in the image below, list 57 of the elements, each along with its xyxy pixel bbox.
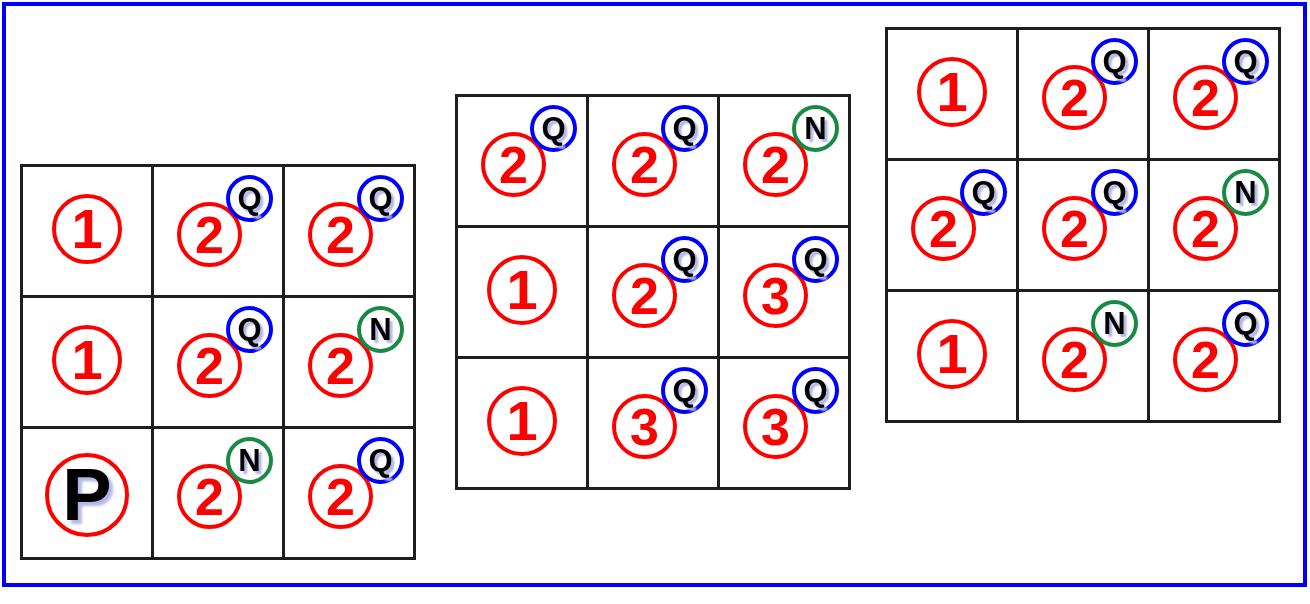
letter-badge: Q	[960, 169, 1007, 216]
letter-badge: Q	[661, 236, 708, 283]
grid-cell	[720, 97, 848, 225]
grid-cell	[589, 359, 717, 487]
grid-cell	[1019, 161, 1147, 289]
grid-cell	[1019, 292, 1147, 420]
circled-number: 1	[917, 57, 987, 127]
letter-badge: N	[792, 105, 839, 152]
letter-badge: Q	[1091, 169, 1138, 216]
letter-badge: N	[226, 437, 273, 484]
grid-cell	[720, 359, 848, 487]
letter-badge: Q	[792, 367, 839, 414]
grid-cell	[285, 298, 413, 426]
circled-number: 1	[917, 319, 987, 389]
grid-cell	[23, 298, 151, 426]
letter-badge: Q	[661, 105, 708, 152]
letter-badge: Q	[530, 105, 577, 152]
circled-number: 1	[487, 386, 557, 456]
grid-cell	[888, 30, 1016, 158]
grid-cell	[1019, 30, 1147, 158]
grid-table	[20, 164, 416, 560]
grid-cell	[285, 167, 413, 295]
grid-cell	[154, 429, 282, 557]
letter-badge: Q	[357, 175, 404, 222]
grid-cell	[1150, 292, 1278, 420]
grid-cell	[154, 298, 282, 426]
circled-number: 1	[52, 325, 122, 395]
circled-number: 1	[52, 194, 122, 264]
letter-badge: Q	[357, 437, 404, 484]
grid-cell	[23, 429, 151, 557]
letter-badge: N	[1222, 169, 1269, 216]
grid-cell	[154, 167, 282, 295]
grid-cell	[888, 292, 1016, 420]
letter-badge: Q	[661, 367, 708, 414]
grid-cell	[1150, 30, 1278, 158]
letter-badge: N	[1091, 300, 1138, 347]
grid-cell	[23, 167, 151, 295]
grid-cell	[1150, 161, 1278, 289]
circled-number: 1	[487, 255, 557, 325]
circled-letter: P	[45, 453, 129, 537]
letter-badge: Q	[792, 236, 839, 283]
grid-table	[455, 94, 851, 490]
grid-cell	[458, 359, 586, 487]
grid-cell	[720, 228, 848, 356]
grid-cell	[589, 97, 717, 225]
grid-cell	[458, 97, 586, 225]
grid-cell	[285, 429, 413, 557]
letter-badge: N	[357, 306, 404, 353]
letter-badge: Q	[1222, 300, 1269, 347]
grid-cell	[589, 228, 717, 356]
letter-badge: Q	[1091, 38, 1138, 85]
letter-badge: Q	[1222, 38, 1269, 85]
letter-badge: Q	[226, 175, 273, 222]
grid-table	[885, 27, 1281, 423]
letter-badge: Q	[226, 306, 273, 353]
grid-cell	[458, 228, 586, 356]
grid-cell	[888, 161, 1016, 289]
